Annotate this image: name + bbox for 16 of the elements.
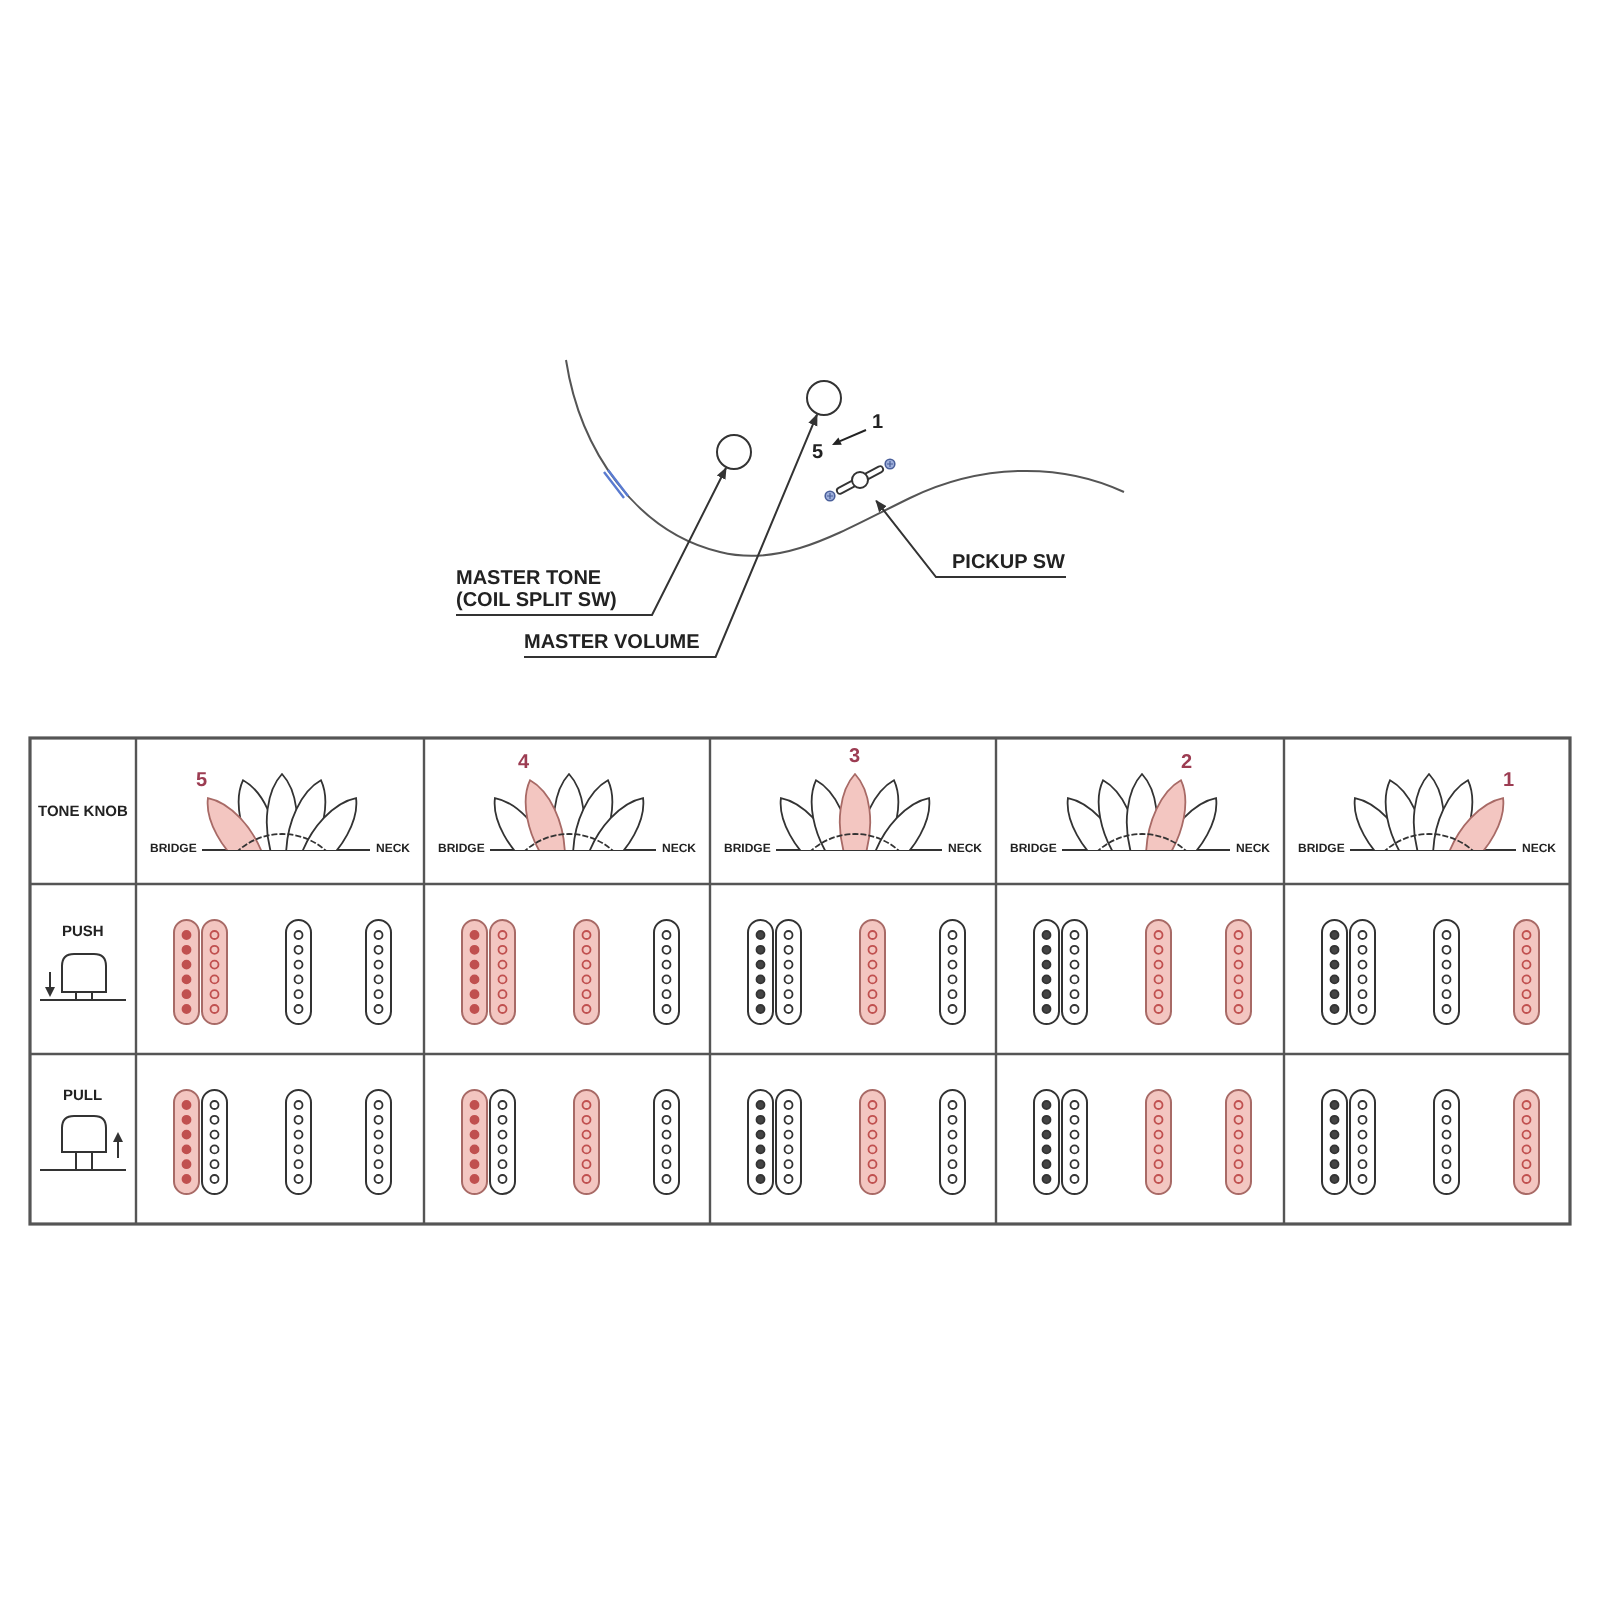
position-number: 5 bbox=[195, 769, 208, 792]
callout-label: PICKUP SW bbox=[952, 552, 1065, 578]
position-number: 3 bbox=[849, 745, 861, 767]
control-knob bbox=[716, 434, 752, 470]
pickup-switch bbox=[824, 458, 896, 502]
leader-line bbox=[875, 499, 953, 578]
position-number: 5 bbox=[812, 441, 824, 463]
position-number: 1 bbox=[872, 411, 884, 433]
leader-line bbox=[635, 466, 727, 616]
callout-label: MASTER VOLUME bbox=[524, 632, 700, 658]
position-number: 4 bbox=[518, 751, 530, 774]
callout-label: MASTER TONE (COIL SPLIT SW) bbox=[456, 568, 636, 616]
control-knob bbox=[806, 380, 842, 416]
position-number: 2 bbox=[1180, 751, 1193, 774]
leader-line bbox=[698, 413, 818, 658]
position-number: 1 bbox=[1503, 769, 1515, 792]
